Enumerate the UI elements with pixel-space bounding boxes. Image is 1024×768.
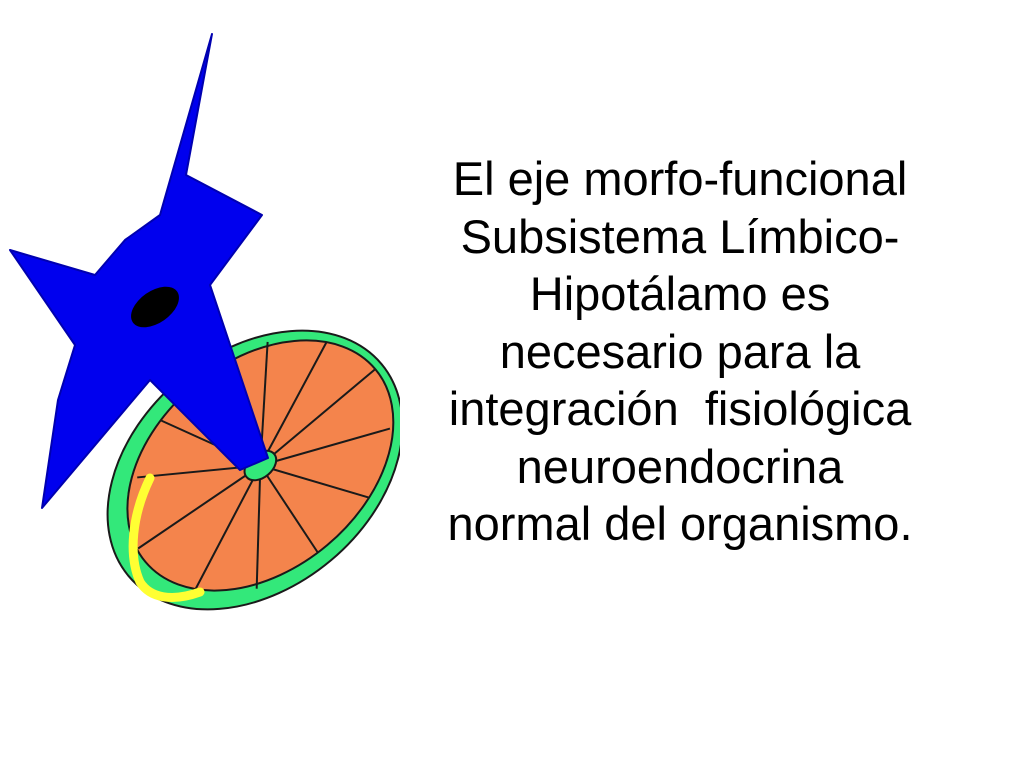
text-line-2: Subsistema Límbico-: [460, 209, 900, 263]
neuron-nucleus: [131, 286, 179, 328]
neuron-body: [9, 33, 269, 509]
text-line-4: necesario para la: [499, 324, 861, 378]
neuron-icon: [9, 33, 269, 509]
text-line-1: El eje morfo-funcional: [452, 152, 908, 205]
text-line-7: normal del organismo.: [447, 497, 913, 550]
text-line-5: integración fisiológica: [448, 382, 912, 435]
text-line-6: neuroendocrina: [516, 439, 844, 493]
text-line-3: Hipotálamo es: [529, 267, 831, 320]
fruit-rind-accent: [128, 473, 205, 602]
slide-text: El eje morfo-funcional Subsistema Límbic…: [380, 150, 980, 553]
illustration: [9, 33, 400, 611]
